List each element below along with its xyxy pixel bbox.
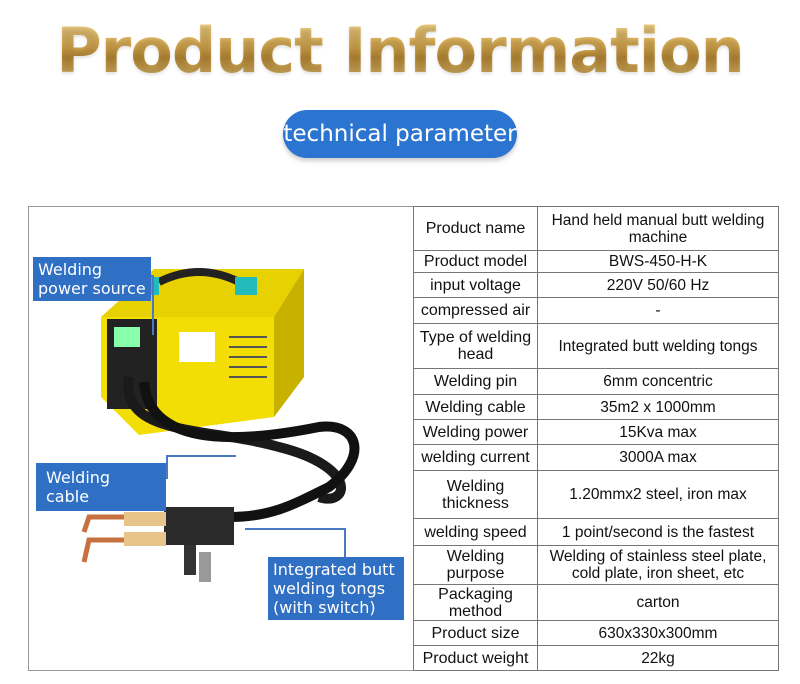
spec-value: carton [537,584,779,621]
spec-value: 1 point/second is the fastest [537,518,779,546]
product-image-panel [28,206,413,671]
spec-key: Packaging method [413,584,538,621]
spec-key: Welding pin [413,368,538,395]
spec-key: Welding thickness [413,470,538,519]
spec-value: 15Kva max [537,419,779,445]
page-title: Product Information [0,14,800,87]
spec-key: Welding power [413,419,538,445]
section-pill: technical parameter [283,110,517,158]
spec-value: BWS-450-H-K [537,250,779,273]
label-cable: Welding cable [36,463,166,511]
spec-key: welding current [413,444,538,471]
spec-key: Product size [413,620,538,646]
spec-key: Product name [413,206,538,251]
spec-key: Product weight [413,645,538,671]
spec-value: Hand held manual butt welding machine [537,206,779,251]
spec-key: Type of welding head [413,323,538,369]
spec-value: Welding of stainless steel plate, cold p… [537,545,779,585]
spec-value: Integrated butt welding tongs [537,323,779,369]
spec-value: 6mm concentric [537,368,779,395]
welding-machine-image [81,268,360,582]
spec-value: 3000A max [537,444,779,471]
spec-value: 220V 50/60 Hz [537,272,779,298]
spec-value: 630x330x300mm [537,620,779,646]
spec-key: Welding purpose [413,545,538,585]
spec-key: Welding cable [413,394,538,420]
spec-key: input voltage [413,272,538,298]
spec-value: 22kg [537,645,779,671]
spec-key: compressed air [413,297,538,324]
label-tongs: Integrated butt welding tongs (with swit… [268,557,404,620]
spec-key: Product model [413,250,538,273]
label-power-source: Welding power source [33,257,151,301]
spec-key: welding speed [413,518,538,546]
spec-value: 35m2 x 1000mm [537,394,779,420]
spec-value: - [537,297,779,324]
spec-row: compressed air- [413,297,779,324]
spec-value: 1.20mmx2 steel, iron max [537,470,779,519]
